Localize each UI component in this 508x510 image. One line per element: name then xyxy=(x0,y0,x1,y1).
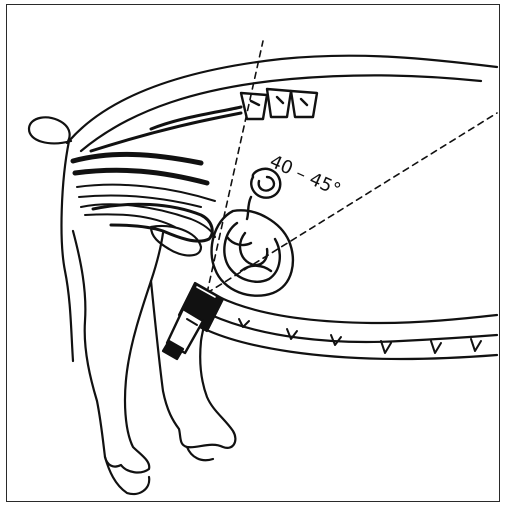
pelvic-structures xyxy=(77,185,215,237)
figure-frame: 40 – 45° xyxy=(6,4,500,502)
sacrum xyxy=(151,107,241,129)
back-outline xyxy=(69,56,497,141)
rectum-tract xyxy=(73,154,207,183)
rump-outline xyxy=(62,141,73,361)
spine xyxy=(91,113,241,151)
hoof-rear xyxy=(105,457,149,494)
ultrasound-probe xyxy=(163,283,223,359)
belly-outline xyxy=(219,297,497,323)
hoof-front xyxy=(187,447,213,460)
back-inner-line xyxy=(81,75,481,151)
anatomy-illustration xyxy=(7,5,500,502)
teats xyxy=(239,319,481,353)
uterine-horns xyxy=(212,169,293,296)
skin-line xyxy=(209,331,497,359)
vertebrae xyxy=(241,89,317,119)
tail xyxy=(29,117,71,143)
hind-leg-rear xyxy=(73,231,163,472)
